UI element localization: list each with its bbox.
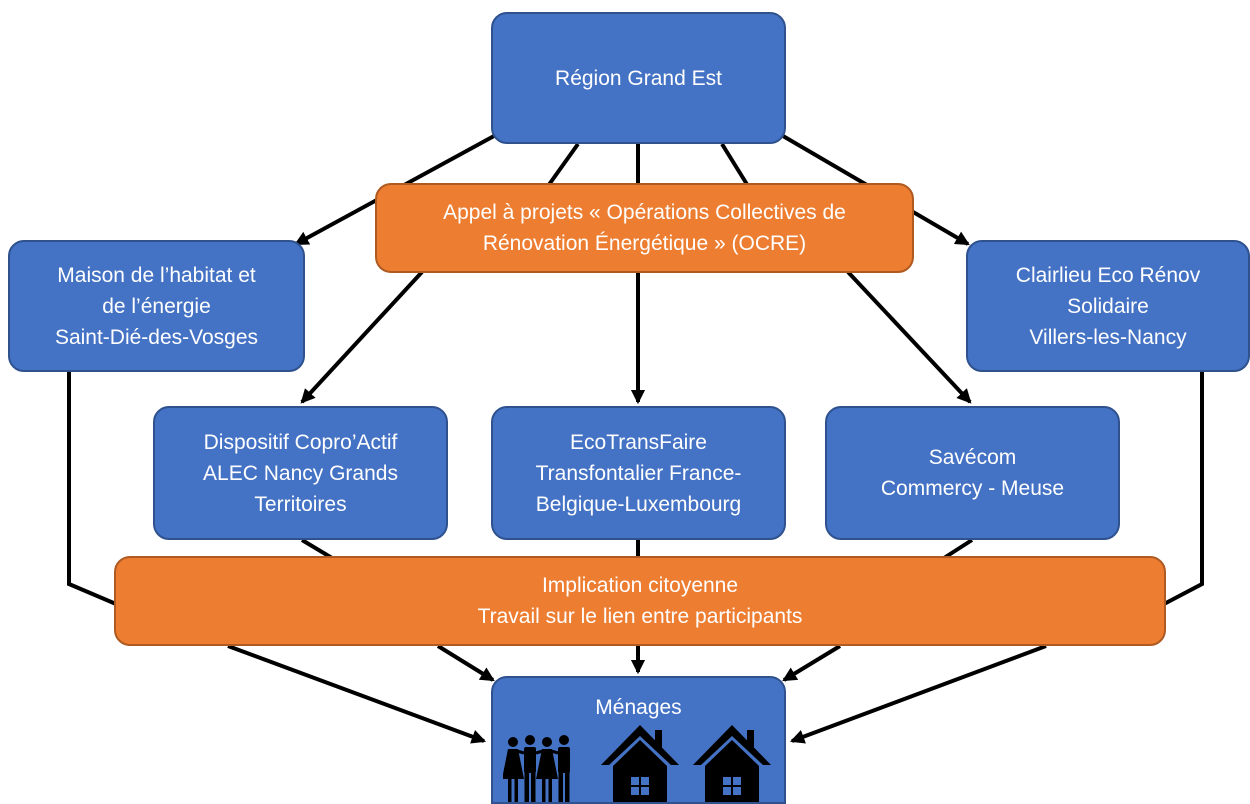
house-icon: [693, 725, 771, 802]
savecom-line-2: Commercy - Meuse: [880, 477, 1065, 500]
implication-line-1: Implication citoyenne: [541, 574, 739, 597]
ecotrans-line-2: Transfontalier France-: [535, 461, 742, 485]
arrow-implication-to-menages-far-right: [789, 644, 1047, 744]
line-savecom-to-implication: [942, 538, 974, 560]
line-maison-to-implication: [67, 372, 117, 606]
ecotrans-line-1: EcoTransFaire: [570, 430, 707, 454]
copro-line-3: Territoires: [254, 492, 347, 516]
clairlieu-line-3: Villers-les-Nancy: [1029, 325, 1187, 349]
ocre-line-1: Appel à projets « Opérations Collectives…: [443, 201, 846, 224]
copro-line-2: ALEC Nancy Grands: [203, 461, 398, 485]
copro-line-1: Dispositif Copro’Actif: [203, 430, 398, 454]
line-clairlieu-to-implication: [1163, 372, 1204, 606]
maison-line-3: Saint-Dié-des-Vosges: [54, 325, 259, 349]
region-grand-est-box: Région Grand Est: [491, 12, 786, 144]
copro-actif-box: Dispositif Copro’Actif ALEC Nancy Grands…: [153, 406, 448, 540]
clairlieu-box: Clairlieu Eco Rénov Solidaire Villers-le…: [966, 240, 1250, 372]
people-icon: [503, 735, 570, 802]
maison-habitat-box: Maison de l’habitat et de l’énergie Sain…: [8, 240, 305, 372]
arrow-implication-to-menages-right: [782, 644, 842, 682]
line-copro-to-implication: [300, 538, 334, 560]
ecotrans-line-3: Belgique-Luxembourg: [535, 492, 742, 516]
ocre-call-box: Appel à projets « Opérations Collectives…: [375, 183, 914, 273]
arrow-ocre-to-copro: [300, 270, 424, 404]
house-icon: [601, 725, 679, 802]
arrow-region-to-ocre-right: [720, 142, 750, 188]
arrow-ocre-to-savecom: [846, 270, 972, 404]
arrow-implication-to-menages-left: [436, 644, 495, 682]
ecotransfaire-box: EcoTransFaire Transfontalier France- Bel…: [491, 406, 786, 540]
clairlieu-line-2: Solidaire: [1067, 294, 1149, 318]
menages-box: Ménages: [491, 676, 786, 804]
arrow-implication-to-menages-far-left: [227, 644, 487, 744]
ocre-line-2: Rénovation Énergétique » (OCRE): [482, 232, 807, 255]
arrow-region-to-ocre-left: [546, 142, 580, 188]
menages-icons: [503, 725, 771, 802]
maison-line-1: Maison de l’habitat et: [57, 263, 256, 287]
implication-citoyenne-box: Implication citoyenne Travail sur le lie…: [114, 556, 1166, 646]
region-label: Région Grand Est: [555, 66, 722, 90]
savecom-box: Savécom Commercy - Meuse: [825, 406, 1120, 540]
maison-line-2: de l’énergie: [102, 294, 211, 318]
menages-label: Ménages: [595, 696, 682, 719]
savecom-line-1: Savécom: [928, 446, 1017, 469]
clairlieu-line-1: Clairlieu Eco Rénov: [1015, 263, 1201, 287]
implication-line-2: Travail sur le lien entre participants: [477, 605, 803, 628]
